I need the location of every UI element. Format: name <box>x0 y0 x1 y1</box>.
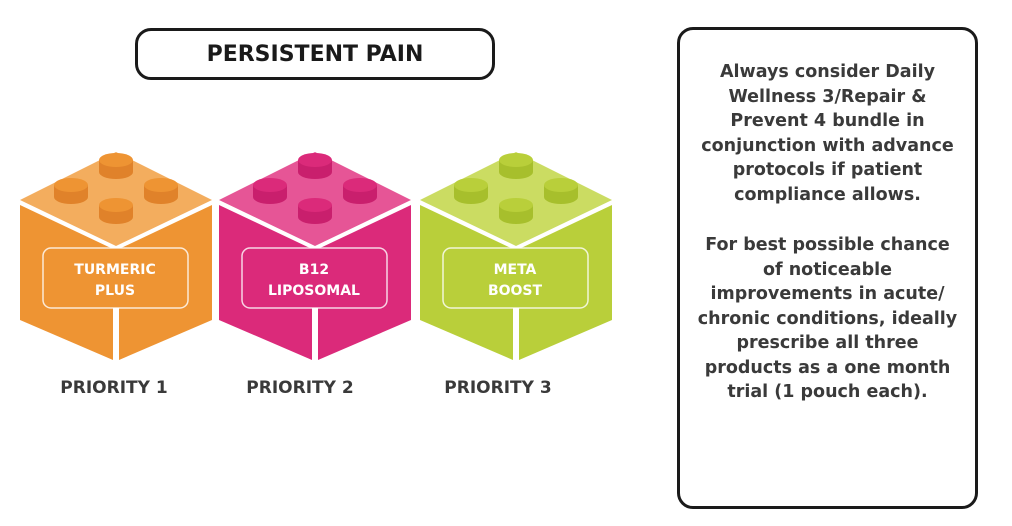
priority-label-2: PRIORITY 2 <box>246 378 354 398</box>
block-turmeric-plus: TURMERIC PLUS <box>20 152 212 360</box>
block-stud <box>343 178 377 204</box>
recommendation-note: Always consider Daily Wellness 3/Repair … <box>677 27 978 509</box>
block-stud <box>298 153 332 179</box>
note-paragraph-1: Always consider Daily Wellness 3/Repair … <box>701 62 954 205</box>
block-label-line2: BOOST <box>488 283 543 299</box>
block-stud <box>454 178 488 204</box>
block-stud <box>253 178 287 204</box>
block-stud <box>298 198 332 224</box>
block-label-line1: META <box>494 262 537 278</box>
page-title: PERSISTENT PAIN <box>206 41 424 67</box>
block-label-line1: B12 <box>299 262 329 278</box>
block-stud <box>99 198 133 224</box>
priority-blocks-diagram: TURMERIC PLUS B12 LIPOSOMAL META BOOST <box>20 152 612 360</box>
block-label-line2: PLUS <box>95 283 135 299</box>
priority-label-1: PRIORITY 1 <box>60 378 168 398</box>
block-label-line1: TURMERIC <box>74 262 155 278</box>
priority-label-3: PRIORITY 3 <box>444 378 552 398</box>
block-stud <box>499 198 533 224</box>
note-paragraph-2: For best possible chance of noticeable i… <box>697 235 958 402</box>
block-stud <box>99 153 133 179</box>
block-meta-boost: META BOOST <box>420 152 612 360</box>
title-box: PERSISTENT PAIN <box>135 28 495 80</box>
block-label-line2: LIPOSOMAL <box>268 283 360 299</box>
block-stud <box>54 178 88 204</box>
block-b12-liposomal: B12 LIPOSOMAL <box>219 152 411 360</box>
block-stud <box>144 178 178 204</box>
block-stud <box>499 153 533 179</box>
block-stud <box>544 178 578 204</box>
